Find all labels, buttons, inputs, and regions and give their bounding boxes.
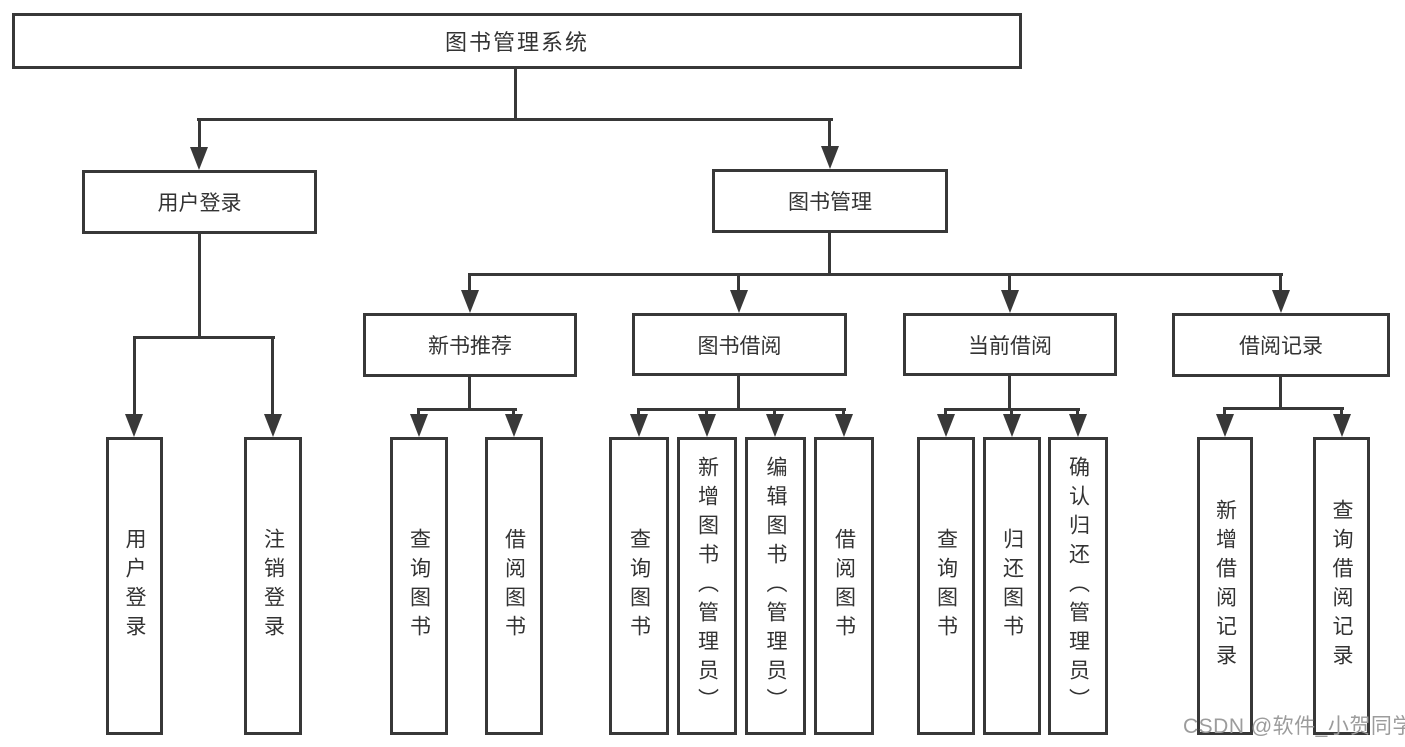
- leaf-record-query: 查询借阅记录: [1313, 437, 1370, 735]
- arrow-bw4-icon: [835, 414, 853, 437]
- leaf-logout: 注销登录: [244, 437, 302, 735]
- node-new-book-recommend-label: 新书推荐: [428, 335, 512, 358]
- leaf-borrow-add-admin-label: 新增图书（管理员）: [695, 455, 719, 717]
- node-current-borrowing: 当前借阅: [903, 313, 1117, 376]
- node-root-label: 图书管理系统: [444, 30, 589, 55]
- leaf-user-login-label: 用户登录: [123, 528, 147, 644]
- connector-drop-nb1: [417, 408, 420, 416]
- connector-drop-bw1: [637, 408, 640, 416]
- arrow-bw3-icon: [766, 414, 784, 437]
- leaf-borrow-book-label: 借阅图书: [832, 528, 856, 644]
- arrow-newbook-icon: [461, 290, 479, 313]
- connector-drop-nb2: [512, 408, 515, 416]
- connector-drop-bw2: [705, 408, 708, 416]
- connector-drop-leaf-login: [133, 336, 136, 415]
- connector-drop-current: [1008, 273, 1011, 291]
- leaf-borrow-query: 查询图书: [609, 437, 669, 735]
- leaf-logout-label: 注销登录: [261, 528, 285, 644]
- leaf-current-query-label: 查询图书: [934, 528, 958, 644]
- leaf-borrow-edit-admin-label: 编辑图书（管理员）: [764, 455, 788, 717]
- connector-drop-rc1: [1223, 407, 1226, 416]
- node-root: 图书管理系统: [12, 13, 1022, 69]
- leaf-current-confirm-admin: 确认归还（管理员）: [1048, 437, 1108, 735]
- arrow-book-mgmt-icon: [821, 146, 839, 169]
- arrow-cu2-icon: [1003, 414, 1021, 437]
- connector-newbook-stem: [468, 377, 471, 409]
- connector-records-stem: [1279, 377, 1282, 408]
- leaf-current-return: 归还图书: [983, 437, 1041, 735]
- arrow-current-icon: [1001, 290, 1019, 313]
- leaf-borrow-edit-admin: 编辑图书（管理员）: [745, 437, 806, 735]
- connector-drop-cu1: [944, 408, 947, 416]
- leaf-user-login: 用户登录: [106, 437, 163, 735]
- node-new-book-recommend: 新书推荐: [363, 313, 577, 377]
- arrow-leaf-login-icon: [125, 414, 143, 437]
- arrow-nb2-icon: [505, 414, 523, 437]
- arrow-cu1-icon: [937, 414, 955, 437]
- leaf-record-query-label: 查询借阅记录: [1330, 499, 1354, 673]
- connector-drop-bw4: [842, 408, 845, 416]
- leaf-newbook-query: 查询图书: [390, 437, 448, 735]
- connector-newbook-hline: [417, 408, 517, 411]
- node-book-borrowing: 图书借阅: [632, 313, 847, 376]
- connector-current-stem: [1008, 376, 1011, 409]
- arrow-rc2-icon: [1333, 414, 1351, 437]
- arrow-user-login-icon: [190, 147, 208, 170]
- node-borrowing-records: 借阅记录: [1172, 313, 1390, 377]
- leaf-current-return-label: 归还图书: [1000, 528, 1024, 644]
- connector-records-hline: [1223, 407, 1344, 410]
- connector-level2-hline: [468, 273, 1283, 276]
- node-borrowing-records-label: 借阅记录: [1239, 335, 1323, 358]
- connector-level1-hline: [197, 118, 833, 121]
- arrow-leaf-logout-icon: [264, 414, 282, 437]
- connector-root-stem: [514, 69, 517, 120]
- connector-userlogin-stem: [198, 234, 201, 338]
- leaf-newbook-borrow-label: 借阅图书: [502, 528, 526, 644]
- connector-drop-borrowing: [737, 273, 740, 291]
- connector-drop-bw3: [773, 408, 776, 416]
- connector-drop-book-mgmt: [828, 118, 831, 147]
- arrow-records-icon: [1272, 290, 1290, 313]
- node-book-management-label: 图书管理: [788, 191, 872, 214]
- arrow-nb1-icon: [410, 414, 428, 437]
- leaf-borrow-book: 借阅图书: [814, 437, 874, 735]
- connector-drop-cu3: [1076, 408, 1079, 416]
- connector-drop-rc2: [1340, 407, 1343, 416]
- arrow-cu3-icon: [1069, 414, 1087, 437]
- arrow-bw2-icon: [698, 414, 716, 437]
- arrow-borrowing-icon: [730, 290, 748, 313]
- arrow-bw1-icon: [630, 414, 648, 437]
- leaf-current-confirm-admin-label: 确认归还（管理员）: [1066, 455, 1090, 717]
- leaf-current-query: 查询图书: [917, 437, 975, 735]
- connector-userlogin-hline: [133, 336, 275, 339]
- node-user-login-label: 用户登录: [157, 192, 242, 215]
- connector-drop-user-login: [198, 118, 201, 148]
- node-user-login: 用户登录: [82, 170, 317, 234]
- csdn-watermark: CSDN @软件_小贺同学: [1183, 715, 1405, 738]
- arrow-rc1-icon: [1216, 414, 1234, 437]
- leaf-newbook-borrow: 借阅图书: [485, 437, 543, 735]
- node-book-management: 图书管理: [712, 169, 948, 233]
- leaf-record-add: 新增借阅记录: [1197, 437, 1253, 735]
- node-book-borrowing-label: 图书借阅: [697, 334, 782, 358]
- leaf-borrow-query-label: 查询图书: [627, 528, 651, 644]
- leaf-newbook-query-label: 查询图书: [407, 528, 431, 644]
- connector-borrowing-stem: [737, 376, 740, 409]
- connector-drop-newbook: [468, 273, 471, 291]
- connector-drop-leaf-logout: [271, 336, 274, 415]
- connector-bookmgmt-stem: [828, 233, 831, 275]
- leaf-borrow-add-admin: 新增图书（管理员）: [677, 437, 737, 735]
- connector-drop-records: [1279, 273, 1282, 291]
- connector-borrowing-hline: [637, 408, 846, 411]
- leaf-record-add-label: 新增借阅记录: [1213, 499, 1237, 673]
- node-current-borrowing-label: 当前借阅: [968, 334, 1052, 358]
- connector-drop-cu2: [1010, 408, 1013, 416]
